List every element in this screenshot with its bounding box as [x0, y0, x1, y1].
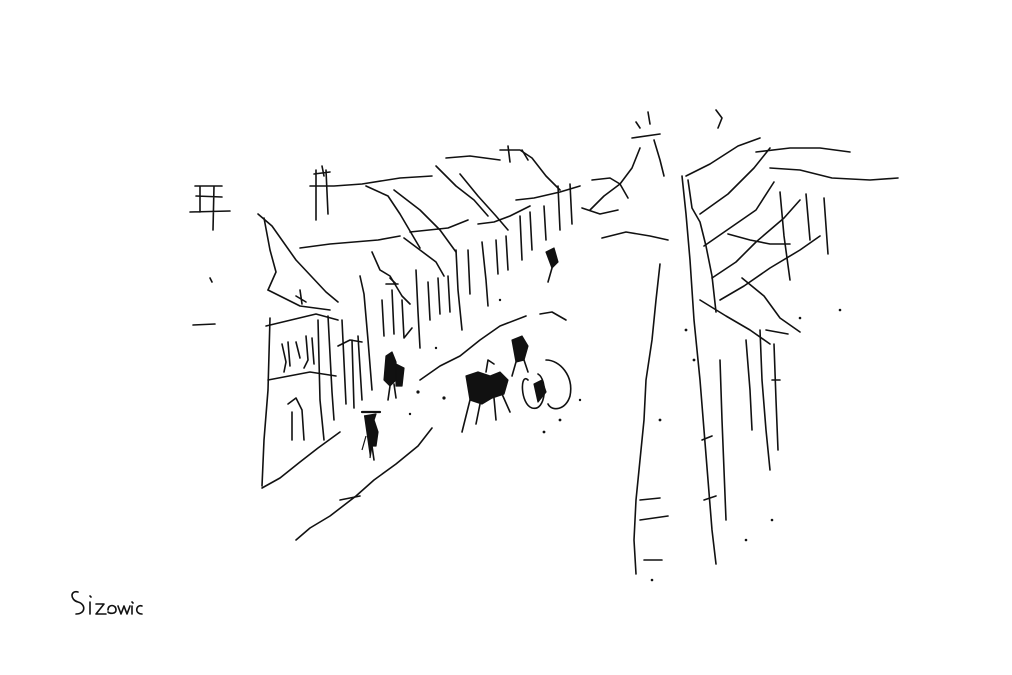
street-and-figures	[261, 247, 582, 541]
artist-signature	[71, 590, 143, 615]
right-buildings	[589, 109, 899, 582]
left-houses	[189, 145, 629, 487]
